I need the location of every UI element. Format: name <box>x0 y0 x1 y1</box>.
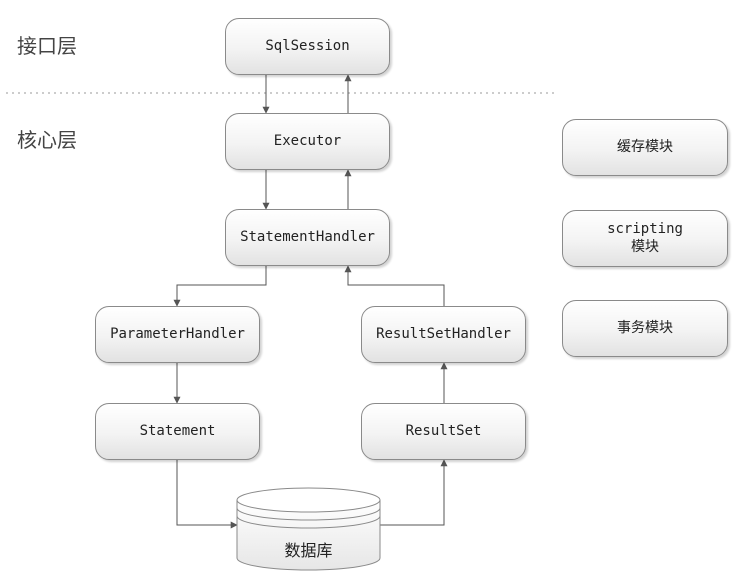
parameterhandler-node: ParameterHandler <box>95 306 260 363</box>
statement-node: Statement <box>95 403 260 460</box>
executor-label: Executor <box>273 132 342 149</box>
arrow-statementhandler-to-parameterhandler <box>173 266 267 307</box>
database-label: 数据库 <box>284 541 333 560</box>
statementhandler-node: StatementHandler <box>225 209 390 266</box>
transaction-module-label: 事务模块 <box>617 319 673 336</box>
resultsethandler-label: ResultSetHandler <box>376 325 511 342</box>
statement-label: Statement <box>139 422 216 439</box>
arrow-database-to-resultset <box>380 459 448 526</box>
scripting-module-label-line1: scripting <box>607 221 683 237</box>
resultset-node: ResultSet <box>361 403 526 460</box>
statementhandler-label: StatementHandler <box>240 228 375 245</box>
transaction-module-node: 事务模块 <box>562 300 728 357</box>
scripting-module-node: scripting 模块 <box>562 210 728 267</box>
arrow-statement-to-database <box>176 460 238 529</box>
core-layer-label: 核心层 <box>17 128 77 152</box>
resultset-label: ResultSet <box>405 422 482 439</box>
scripting-module-label-line2: 模块 <box>630 238 659 255</box>
arrow-resultsethandler-to-statementhandler <box>344 265 445 306</box>
sqlsession-node: SqlSession <box>225 18 390 75</box>
resultsethandler-node: ResultSetHandler <box>361 306 526 363</box>
sqlsession-label: SqlSession <box>265 37 350 54</box>
cache-module-label: 缓存模块 <box>617 138 673 155</box>
interface-layer-label: 接口层 <box>17 34 77 58</box>
parameterhandler-label: ParameterHandler <box>110 325 245 342</box>
executor-node: Executor <box>225 113 390 170</box>
cache-module-node: 缓存模块 <box>562 119 728 176</box>
database-cylinder-icon <box>236 487 381 571</box>
